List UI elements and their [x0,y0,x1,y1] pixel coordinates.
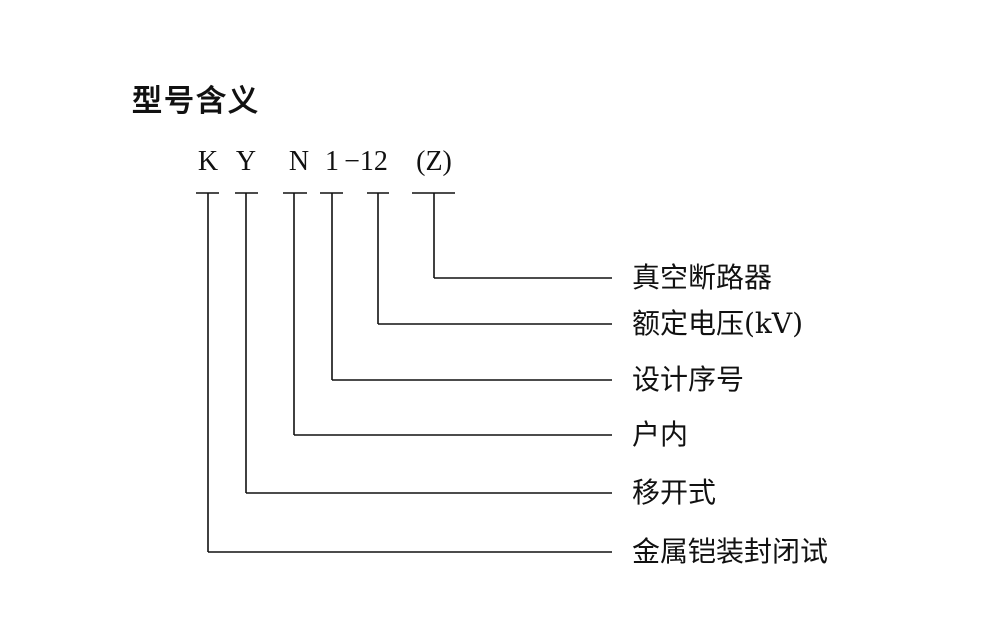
meaning-label-z: 真空断路器 [632,261,773,294]
code-part-voltage: −12 [344,146,388,177]
code-part-n: N [288,146,310,177]
meaning-label-voltage: 额定电压(kV) [632,307,804,340]
code-part-z: (Z) [416,146,452,177]
code-part-design-no: 1 [325,146,339,177]
diagram-title: 型号含义 [132,84,260,119]
meaning-label-k: 金属铠装封闭试 [632,535,829,568]
meaning-label-n: 户内 [632,418,689,451]
code-part-k: K [197,146,219,177]
code-part-y: Y [235,146,257,177]
meaning-label-design-no: 设计序号 [632,363,745,396]
meaning-label-y: 移开式 [632,476,717,509]
